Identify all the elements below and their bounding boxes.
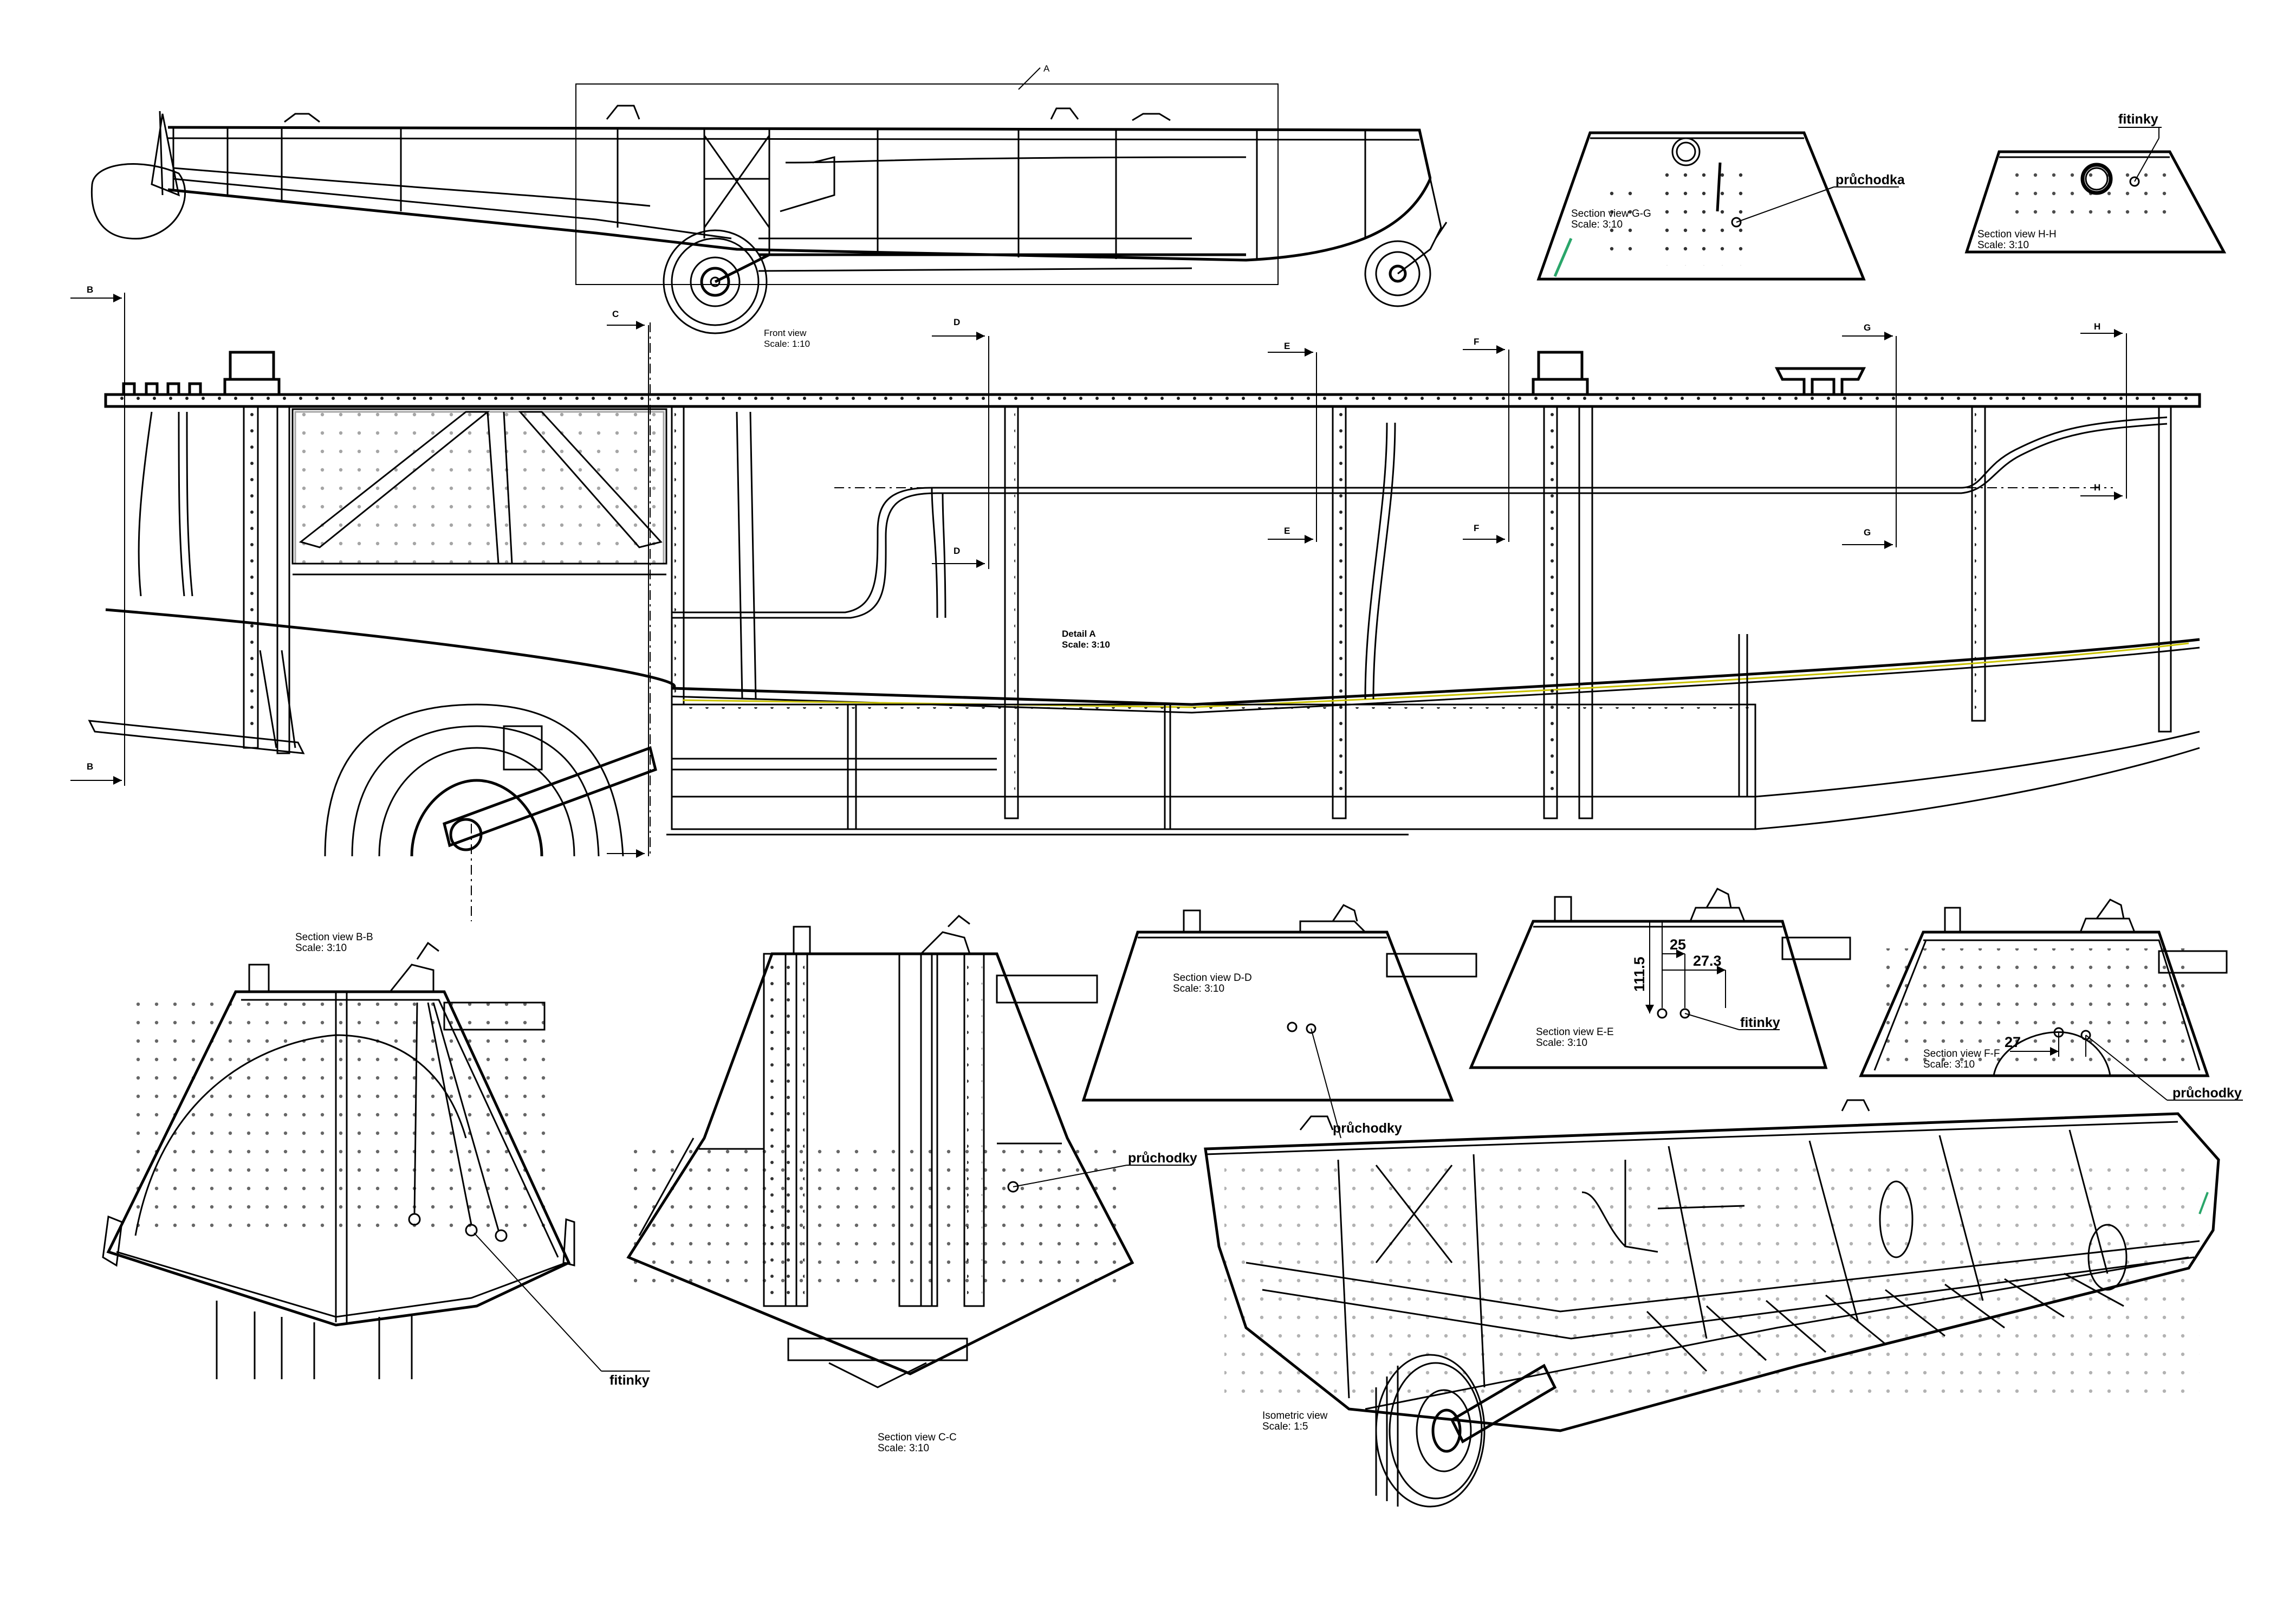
marker-b-bottom: B (87, 761, 93, 772)
isometric-scale: Scale: 1:5 (1262, 1421, 1308, 1432)
section-ee-title: Section view E-E (1536, 1026, 1614, 1038)
detail-a-ref-label: A (1043, 63, 1050, 74)
marker-g-top: G (1864, 322, 1871, 333)
main-wheel-iso (1375, 1354, 1557, 1508)
section-bb-title: Section view B-B (295, 932, 373, 943)
marker-e-top: E (1284, 341, 1290, 351)
ff-dim: 27 (2005, 1034, 2021, 1050)
section-gg-scale: Scale: 3:10 (1571, 219, 1623, 230)
section-ff: 27 průchodky Section view F-F Scale: 3:1… (1859, 899, 2243, 1101)
section-bb-callout: fitinky (609, 1373, 650, 1388)
isometric-view: Isometric view Scale: 1:5 (1204, 1099, 2220, 1508)
section-gg: průchodka Section view G-G Scale: 3:10 (1536, 131, 1905, 281)
marker-b-top: B (87, 285, 93, 295)
section-gg-title: Section view G-G (1571, 208, 1651, 219)
section-cc-callout: průchodky (1128, 1151, 1197, 1166)
ee-dim-1: 25 (1670, 936, 1686, 953)
isometric-title: Isometric view (1262, 1410, 1328, 1421)
section-dd: průchodky Section view D-D Scale: 3:10 (1081, 904, 1477, 1139)
section-bb: fitinky Section view B-B Scale: 3:10 (102, 932, 650, 1388)
section-dd-title: Section view D-D (1173, 972, 1252, 984)
detail-a-scale: Scale: 3:10 (1062, 639, 1110, 650)
marker-c-top: C (612, 309, 619, 319)
section-markers (70, 293, 2127, 858)
detail-a: B B C D D E E F F G G H H Detail A Scale… (70, 285, 2201, 921)
section-ff-title: Section view F-F (1923, 1048, 2000, 1059)
marker-d-bottom: D (954, 546, 960, 556)
section-ff-scale: Scale: 3:10 (1923, 1059, 1975, 1070)
front-view-scale: Scale: 1:10 (764, 339, 810, 349)
section-ee-scale: Scale: 3:10 (1536, 1037, 1587, 1049)
section-ff-callout: průchodky (2172, 1085, 2242, 1101)
detail-a-title: Detail A (1062, 629, 1096, 639)
section-hh-scale: Scale: 3:10 (1977, 240, 2029, 251)
marker-f-bottom: F (1474, 523, 1479, 533)
main-wheel-front (663, 229, 770, 334)
front-view-title: Front view (764, 328, 807, 338)
section-gg-callout: průchodka (1835, 172, 1905, 188)
main-wheel-detail (324, 703, 657, 857)
section-hh: fitinky Section view H-H Scale: 3:10 (1964, 112, 2227, 254)
section-dd-callout: průchodky (1333, 1121, 1402, 1136)
marker-e-bottom: E (1284, 526, 1290, 536)
detail-a-frame (575, 83, 1279, 285)
section-cc: průchodky Section view C-C Scale: 3:10 (626, 915, 1197, 1454)
section-dd-scale: Scale: 3:10 (1173, 983, 1224, 994)
front-view: A (90, 63, 1448, 349)
section-cc-scale: Scale: 3:10 (878, 1443, 929, 1454)
tail-wheel-front (1364, 178, 1448, 307)
ee-dim-height: 111.5 (1631, 957, 1648, 992)
marker-h-top: H (2094, 321, 2100, 332)
section-ee-callout: fitinky (1740, 1015, 1780, 1030)
section-hh-title: Section view H-H (1977, 229, 2057, 240)
marker-h-bottom: H (2094, 482, 2100, 493)
marker-f-top: F (1474, 337, 1479, 347)
section-ee: 111.5 25 27.3 fitinky Section view E-E S… (1469, 888, 1851, 1069)
marker-g-bottom: G (1864, 527, 1871, 538)
section-bb-scale: Scale: 3:10 (295, 942, 347, 954)
marker-d-top: D (954, 317, 960, 327)
ee-dim-2: 27.3 (1693, 953, 1722, 969)
section-hh-callout: fitinky (2118, 112, 2158, 127)
section-cc-title: Section view C-C (878, 1432, 957, 1443)
